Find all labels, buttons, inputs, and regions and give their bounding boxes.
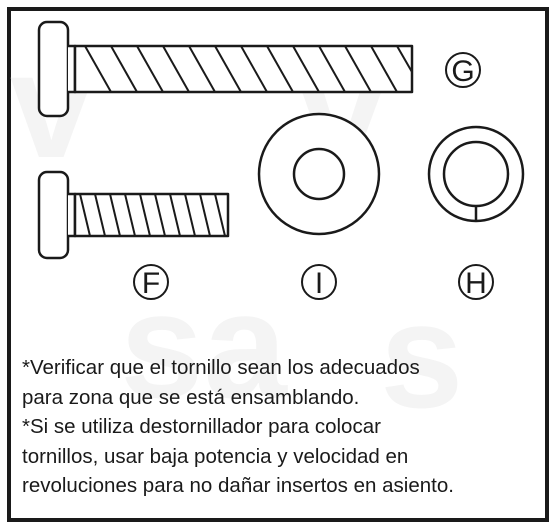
note-line: para zona que se está ensamblando. <box>22 385 360 409</box>
note-line: revoluciones para no dañar insertos en a… <box>22 474 454 497</box>
note-line: *Si se utiliza destornillador para coloc… <box>22 415 381 438</box>
note-line: tornillos, usar baja potencia y velocida… <box>22 444 409 468</box>
flat-washer-i <box>257 112 381 236</box>
label-g: G <box>445 52 481 88</box>
assembly-notes: *Verificar que el tornillo sean los adec… <box>22 353 547 501</box>
label-h: H <box>458 264 494 300</box>
lock-washer-h <box>427 125 525 223</box>
screw-f-short <box>37 170 230 260</box>
label-i: I <box>301 264 337 300</box>
screw-g-long <box>37 20 414 118</box>
label-f: F <box>133 264 169 300</box>
note-line: *Verificar que el tornillo sean los adec… <box>22 356 420 379</box>
